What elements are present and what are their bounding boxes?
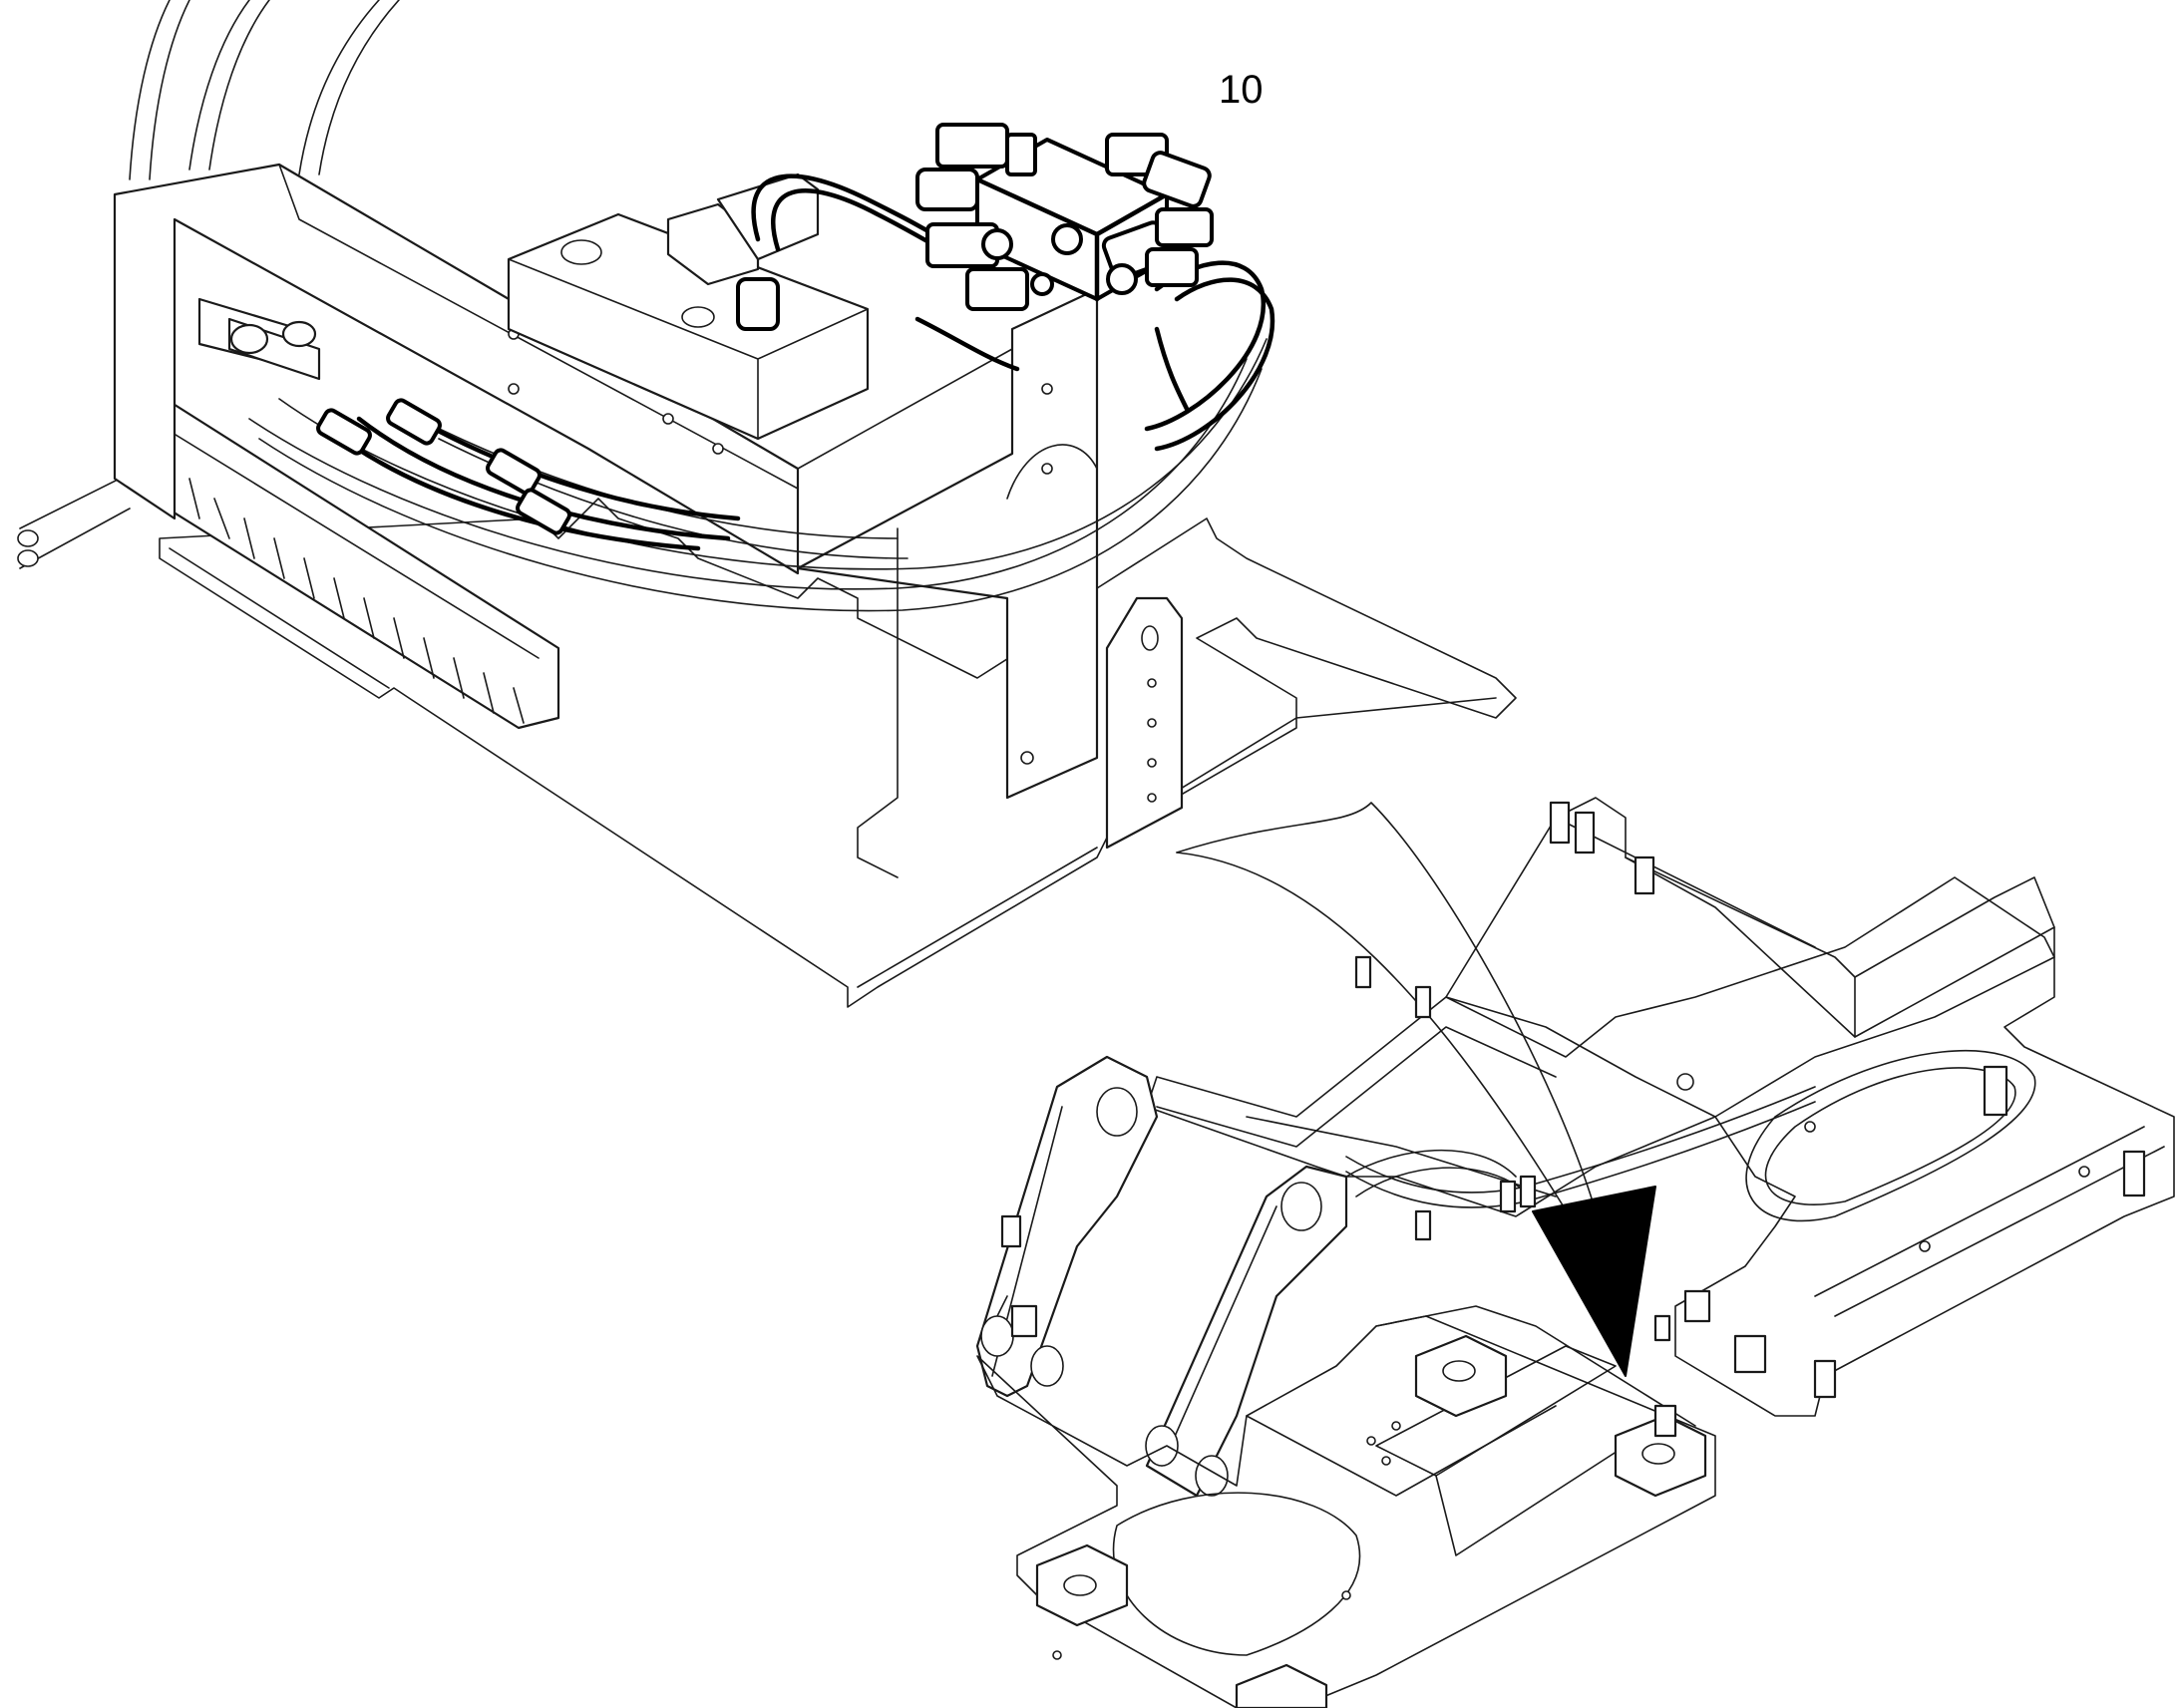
valve-block-stack <box>507 172 870 441</box>
frame-hose-routing <box>1345 1086 1816 1241</box>
machine-frame-rear-section <box>1445 797 2175 1417</box>
vertical-tab-bracket <box>1105 596 1184 850</box>
machine-frame-crossbeam <box>1146 876 2055 1217</box>
part-callout-number: 10 <box>1219 68 1264 112</box>
frame-mounting-tabs <box>1000 801 1671 1342</box>
machine-frame-front-section <box>976 1305 1716 1708</box>
rear-bent-pipes <box>129 0 400 180</box>
boom-pivot-towers <box>975 1055 1348 1498</box>
fittings-left-cluster <box>197 297 321 381</box>
assembly-direction-arrow <box>1176 802 1656 1377</box>
cable-bundle-left <box>17 473 131 569</box>
valve-mounting-bracket <box>113 163 1099 878</box>
hydraulic-manifold-block <box>915 123 1214 311</box>
hose-end-fittings <box>316 277 780 535</box>
